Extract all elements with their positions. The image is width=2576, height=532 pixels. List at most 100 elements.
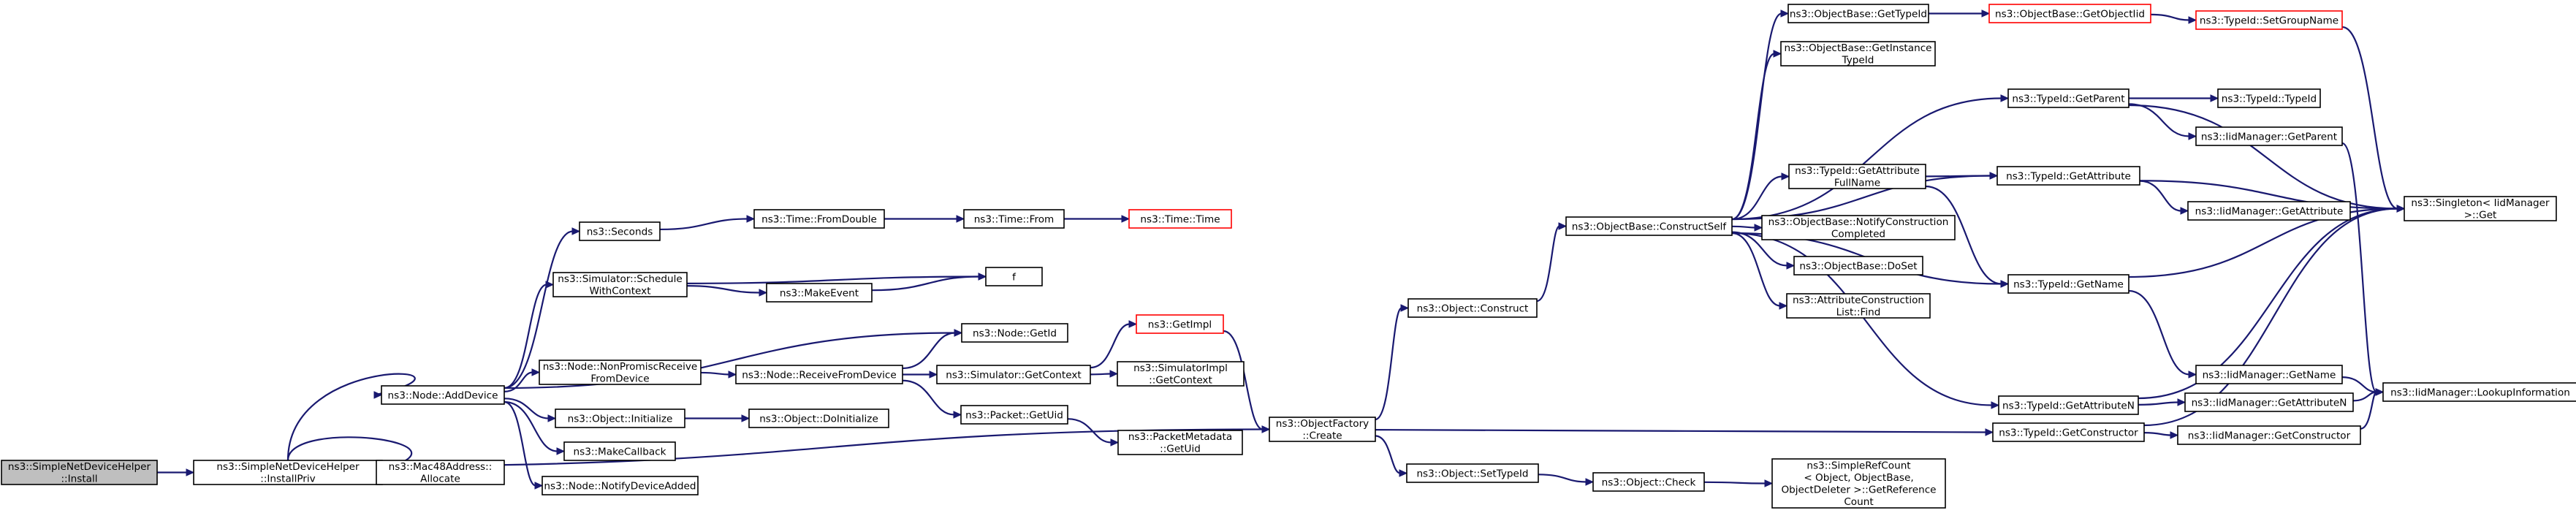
node-box xyxy=(936,365,1091,384)
node-objinit[interactable]: ns3::Object::Initialize xyxy=(555,408,685,428)
node-box xyxy=(985,267,1043,286)
edge-arrowhead xyxy=(929,370,938,379)
node-getid[interactable]: ns3::Node::GetId xyxy=(961,323,1068,343)
node-box xyxy=(1771,458,1946,509)
edge-arrowhead xyxy=(2210,94,2219,102)
edge-adddevice-to-seconds xyxy=(504,227,581,390)
node-getconstructor[interactable]: ns3::TypeId::GetConstructor xyxy=(1992,422,2145,442)
node-label-line: ns3::Object::Initialize xyxy=(568,413,673,425)
node-seconds[interactable]: ns3::Seconds xyxy=(579,221,661,241)
node-label-line: ns3::ObjectFactory xyxy=(1276,418,1369,430)
node-label-line: >::Get xyxy=(2464,210,2497,221)
node-check[interactable]: ns3::Object::Check xyxy=(1592,472,1705,492)
node-label-line: ns3::TypeId::GetName xyxy=(2013,278,2124,290)
node-receivefrom[interactable]: ns3::Node::ReceiveFromDevice xyxy=(735,365,903,384)
node-factory[interactable]: ns3::ObjectFactory::Create xyxy=(1269,417,1376,442)
node-label-line: ns3::Object::Construct xyxy=(1417,303,1529,314)
edge-arrowhead xyxy=(1780,10,1790,18)
node-doinit[interactable]: ns3::Object::DoInitialize xyxy=(748,408,889,428)
node-notifyconstr[interactable]: ns3::ObjectBase::NotifyConstructionCompl… xyxy=(1761,215,1956,240)
node-iidgetname[interactable]: ns3::IidManager::GetName xyxy=(2195,365,2343,384)
node-label-line: ns3::Packet::GetUid xyxy=(965,409,1063,421)
edge-arrowhead xyxy=(1585,478,1595,486)
edge-line xyxy=(504,284,547,390)
node-getparent[interactable]: ns3::TypeId::GetParent xyxy=(2007,88,2129,108)
edge-getname-to-iidgetname xyxy=(2128,289,2197,379)
node-iidgetparent[interactable]: ns3::IidManager::GetParent xyxy=(2195,126,2343,146)
edge-getconstructor-to-iidgetconstr xyxy=(2143,431,2179,439)
edge-adddevice-to-notifydev xyxy=(504,400,544,490)
edge-arrowhead xyxy=(2188,16,2197,24)
node-getattribute[interactable]: ns3::TypeId::GetAttribute xyxy=(1996,166,2140,186)
node-lookupinfo[interactable]: ns3::IidManager::LookupInformation xyxy=(2382,382,2576,402)
edge-line xyxy=(686,285,761,294)
edge-constructself-to-notifyconstr xyxy=(1731,224,1763,232)
node-box xyxy=(2177,425,2361,445)
edge-line xyxy=(1731,232,1993,406)
edge-line xyxy=(1375,307,1403,421)
node-iidgetattr[interactable]: ns3::IidManager::GetAttribute xyxy=(2187,201,2351,221)
node-notifydev[interactable]: ns3::Node::NotifyDeviceAdded xyxy=(542,476,699,495)
node-installpriv[interactable]: ns3::SimpleNetDeviceHelper::InstallPriv xyxy=(193,460,383,485)
node-iidgetconstr[interactable]: ns3::IidManager::GetConstructor xyxy=(2177,425,2361,445)
node-constructself[interactable]: ns3::ObjectBase::ConstructSelf xyxy=(1565,216,1733,236)
node-refcount[interactable]: ns3::SimpleRefCount< Object, ObjectBase,… xyxy=(1771,458,1946,509)
node-timetime[interactable]: ns3::Time::Time xyxy=(1128,209,1232,229)
node-makeevent[interactable]: ns3::MakeEvent xyxy=(766,283,873,303)
node-getattributen[interactable]: ns3::TypeId::GetAttributeN xyxy=(1998,395,2139,415)
node-label-line: ns3::Simulator::GetContext xyxy=(946,369,1082,381)
edge-line xyxy=(1067,418,1112,444)
node-getcontext[interactable]: ns3::Simulator::GetContext xyxy=(936,365,1091,384)
node-gettypeid[interactable]: ns3::ObjectBase::GetTypeId xyxy=(1787,4,1929,23)
edge-arrowhead xyxy=(1121,215,1131,223)
node-label-line: ns3::TypeId::GetAttributeN xyxy=(2002,400,2135,411)
edge-receivefrom-to-getuid xyxy=(902,379,962,419)
node-iidgetattrn[interactable]: ns3::IidManager::GetAttributeN xyxy=(2184,392,2354,412)
node-mac48[interactable]: ns3::Mac48Address::Allocate xyxy=(376,460,505,485)
node-getobjectiid[interactable]: ns3::ObjectBase::GetObjectIid xyxy=(1988,4,2151,23)
node-setgroupname[interactable]: ns3::TypeId::SetGroupName xyxy=(2195,10,2343,30)
edge-arrowhead xyxy=(534,482,544,490)
node-label-line: ns3::SimulatorImpl xyxy=(1133,362,1228,374)
node-pktmeta[interactable]: ns3::PacketMetadata::GetUid xyxy=(1117,430,1243,455)
edge-line xyxy=(504,332,956,390)
node-getimpl[interactable]: ns3::GetImpl xyxy=(1136,314,1224,334)
edge-getattrfull-to-getname xyxy=(1925,185,2010,288)
node-adddevice[interactable]: ns3::Node::AddDevice xyxy=(381,385,505,405)
edge-arrowhead xyxy=(1786,262,1796,270)
node-construct[interactable]: ns3::Object::Construct xyxy=(1407,298,1538,318)
node-timefrom[interactable]: ns3::Time::From xyxy=(963,209,1065,229)
edge-line xyxy=(2128,289,2190,376)
edge-line xyxy=(2341,142,2378,393)
edge-getconstructor-to-singleton xyxy=(2143,205,2406,427)
node-typeidtypeid[interactable]: ns3::TypeId::TypeId xyxy=(2217,88,2321,108)
node-simimplctx[interactable]: ns3::SimulatorImpl::GetContext xyxy=(1117,361,1245,387)
node-box xyxy=(563,441,676,461)
node-makecallback[interactable]: ns3::MakeCallback xyxy=(563,441,676,461)
node-fromdouble[interactable]: ns3::Time::FromDouble xyxy=(753,209,885,229)
node-f[interactable]: f xyxy=(985,267,1043,286)
edge-getimpl-to-factory xyxy=(1223,330,1271,433)
node-settypeid[interactable]: ns3::Object::SetTypeId xyxy=(1406,463,1539,483)
node-doset[interactable]: ns3::ObjectBase::DoSet xyxy=(1793,256,1923,276)
edge-arrowhead xyxy=(1128,320,1138,328)
node-getname[interactable]: ns3::TypeId::GetName xyxy=(2007,274,2129,294)
node-label-line: ns3::Time::Time xyxy=(1140,213,1220,225)
edge-construct-to-constructself xyxy=(1536,222,1568,303)
node-label-line: ns3::Node::GetId xyxy=(973,327,1057,339)
edge-arrowhead xyxy=(2180,207,2189,215)
edge-line xyxy=(686,276,980,284)
node-box xyxy=(1780,41,1936,66)
node-box xyxy=(539,360,702,385)
node-label-line: ns3::Simulator::Schedule xyxy=(558,273,683,285)
node-getuid[interactable]: ns3::Packet::GetUid xyxy=(960,405,1068,425)
node-singleton[interactable]: ns3::Singleton< IidManager>::Get xyxy=(2404,196,2557,221)
edge-line xyxy=(286,373,416,461)
edge-line xyxy=(2139,180,2182,212)
edge-line xyxy=(871,276,980,292)
